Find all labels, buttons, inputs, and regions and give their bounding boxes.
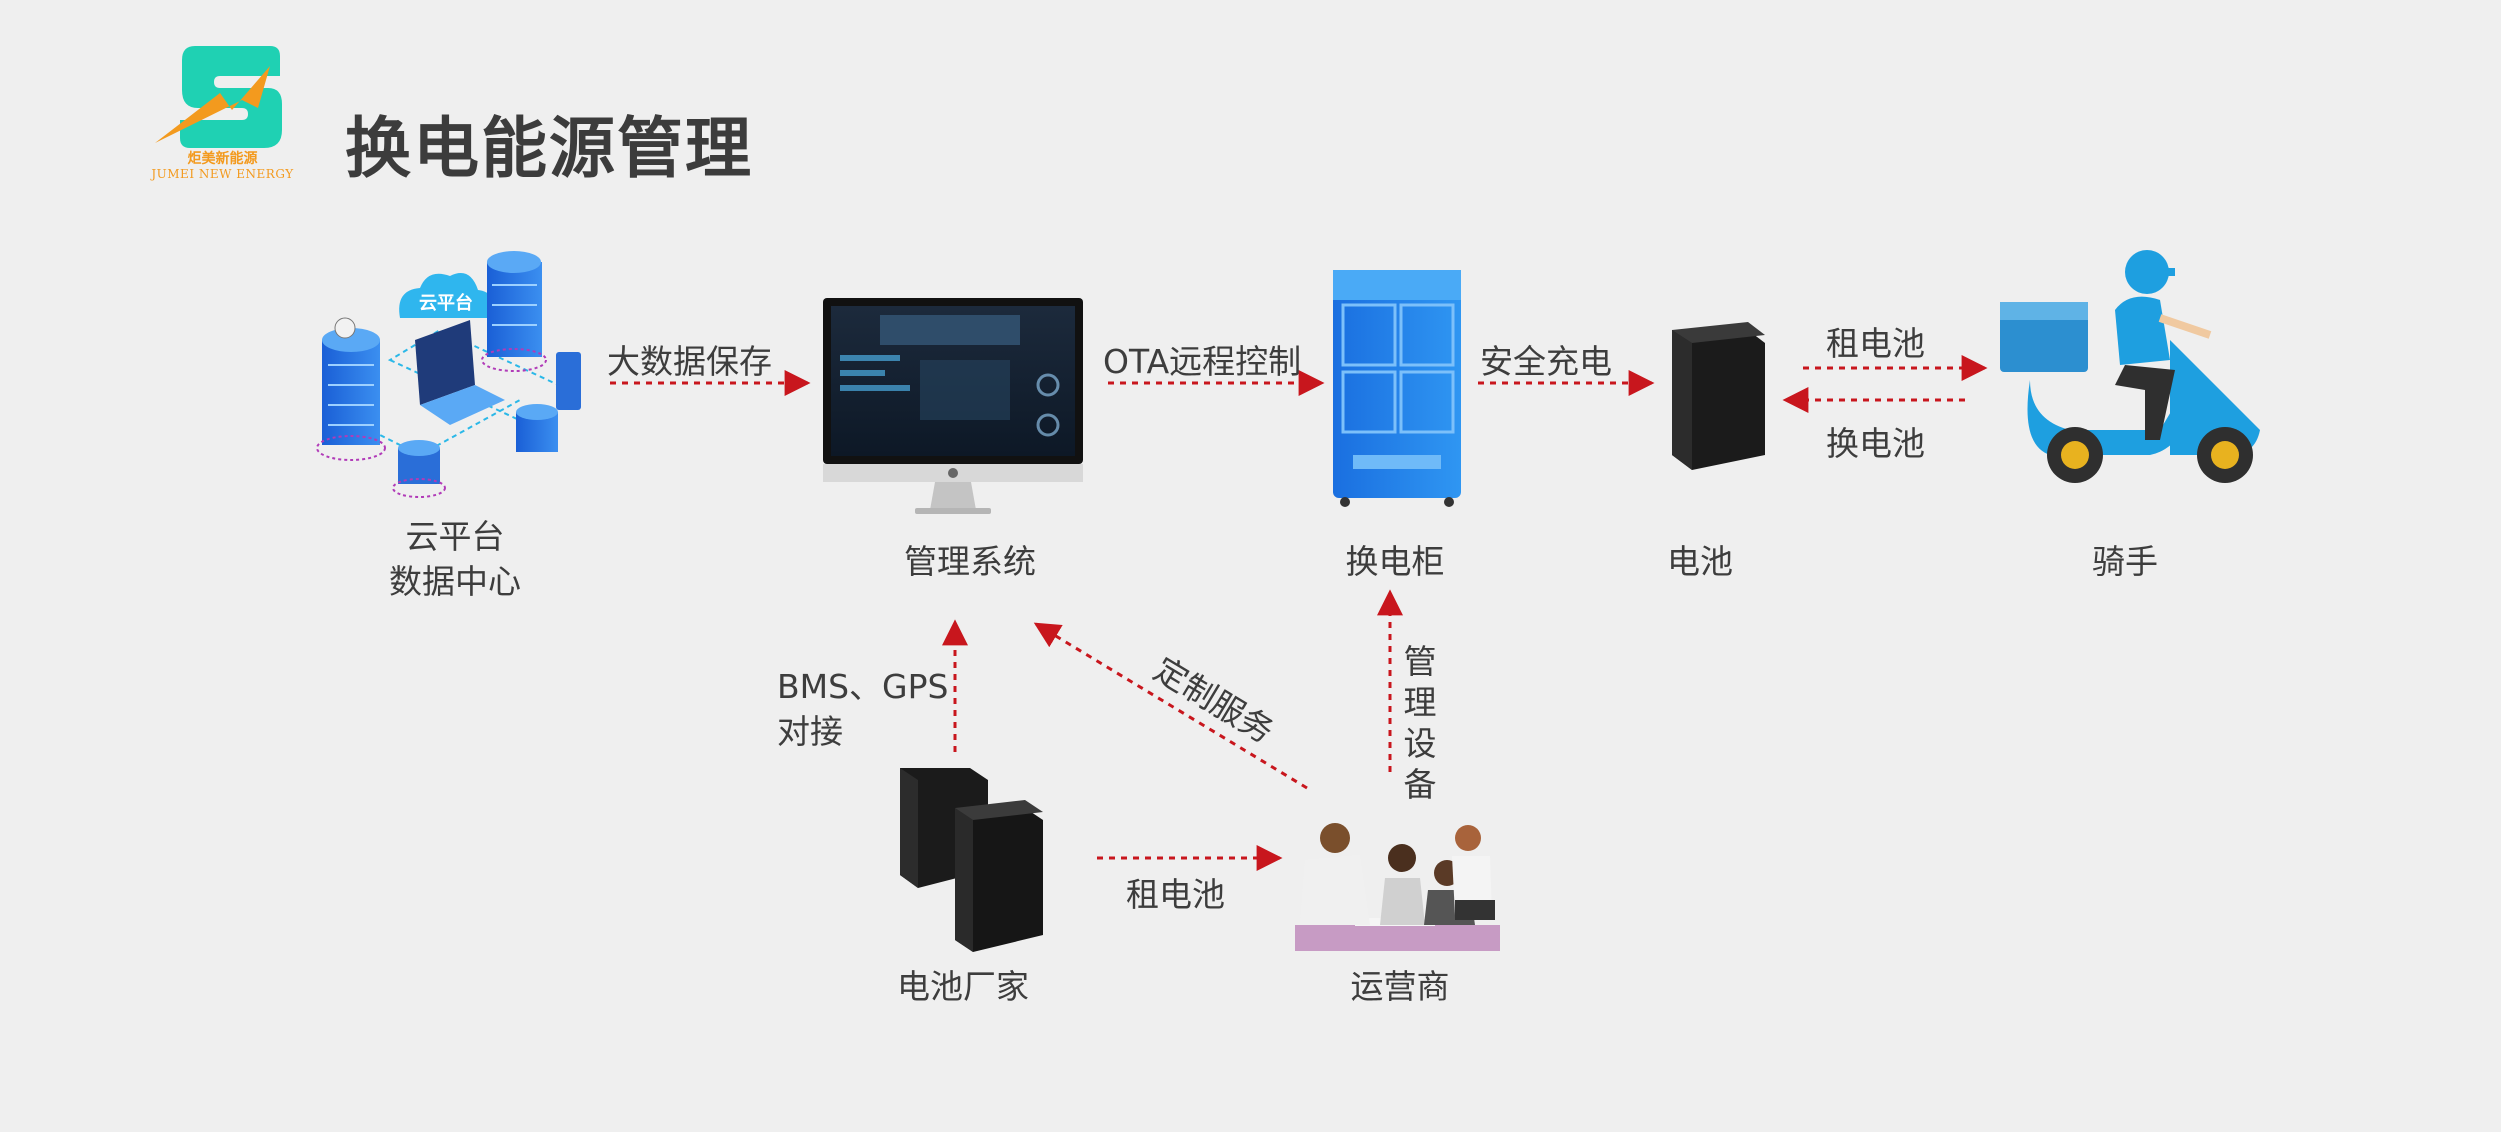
battery-illustration bbox=[1672, 322, 1765, 470]
edge-label-manage-device-2: 理 bbox=[1403, 683, 1437, 722]
cloud-badge-text: 云平台 bbox=[419, 292, 473, 314]
rider-illustration bbox=[2000, 250, 2260, 483]
edge-label-docking: 对接 bbox=[777, 712, 843, 751]
edge-label-safe-charge: 安全充电 bbox=[1480, 342, 1612, 381]
edge-label-rent-battery-bottom: 租电池 bbox=[1126, 875, 1225, 914]
node-label-operator: 运营商 bbox=[1350, 967, 1450, 1006]
node-label-management-system: 管理系统 bbox=[904, 542, 1036, 581]
edge-label-bms-gps: BMS、GPS bbox=[777, 667, 949, 706]
node-label-cloud-line2: 数据中心 bbox=[389, 562, 521, 601]
battery-maker-illustration bbox=[900, 768, 1043, 952]
node-label-cloud-line1: 云平台 bbox=[405, 517, 505, 556]
node-label-battery: 电池 bbox=[1667, 542, 1733, 581]
node-label-cabinet: 换电柜 bbox=[1345, 542, 1445, 581]
edge-label-ota: OTA远程控制 bbox=[1103, 342, 1302, 381]
edge-label-big-data: 大数据保存 bbox=[607, 342, 772, 381]
cloud-datacenter-illustration: 云平台 bbox=[316, 251, 583, 498]
management-monitor-illustration bbox=[823, 298, 1083, 514]
cabinet-illustration bbox=[1333, 270, 1461, 507]
page-title: 换电能源管理 bbox=[345, 110, 753, 187]
edge-label-rent-battery-top: 租电池 bbox=[1826, 324, 1925, 363]
edge-label-custom-service: 定制服务 bbox=[1147, 649, 1280, 750]
operator-illustration bbox=[1295, 823, 1500, 951]
brand-logo bbox=[155, 46, 282, 148]
arrow-operator-to-system bbox=[1033, 622, 1308, 790]
edge-label-manage-device-4: 备 bbox=[1403, 765, 1437, 804]
brand-name-en: JUMEI NEW ENERGY bbox=[151, 167, 294, 181]
node-label-rider: 骑手 bbox=[2092, 542, 2158, 581]
edge-label-manage-device-3: 设 bbox=[1403, 724, 1437, 763]
edge-label-swap-battery: 换电池 bbox=[1826, 424, 1925, 463]
node-label-battery-maker: 电池厂家 bbox=[897, 967, 1029, 1006]
edge-label-manage-device-1: 管 bbox=[1403, 642, 1437, 681]
brand-name-cn: 炬美新能源 bbox=[187, 151, 258, 167]
